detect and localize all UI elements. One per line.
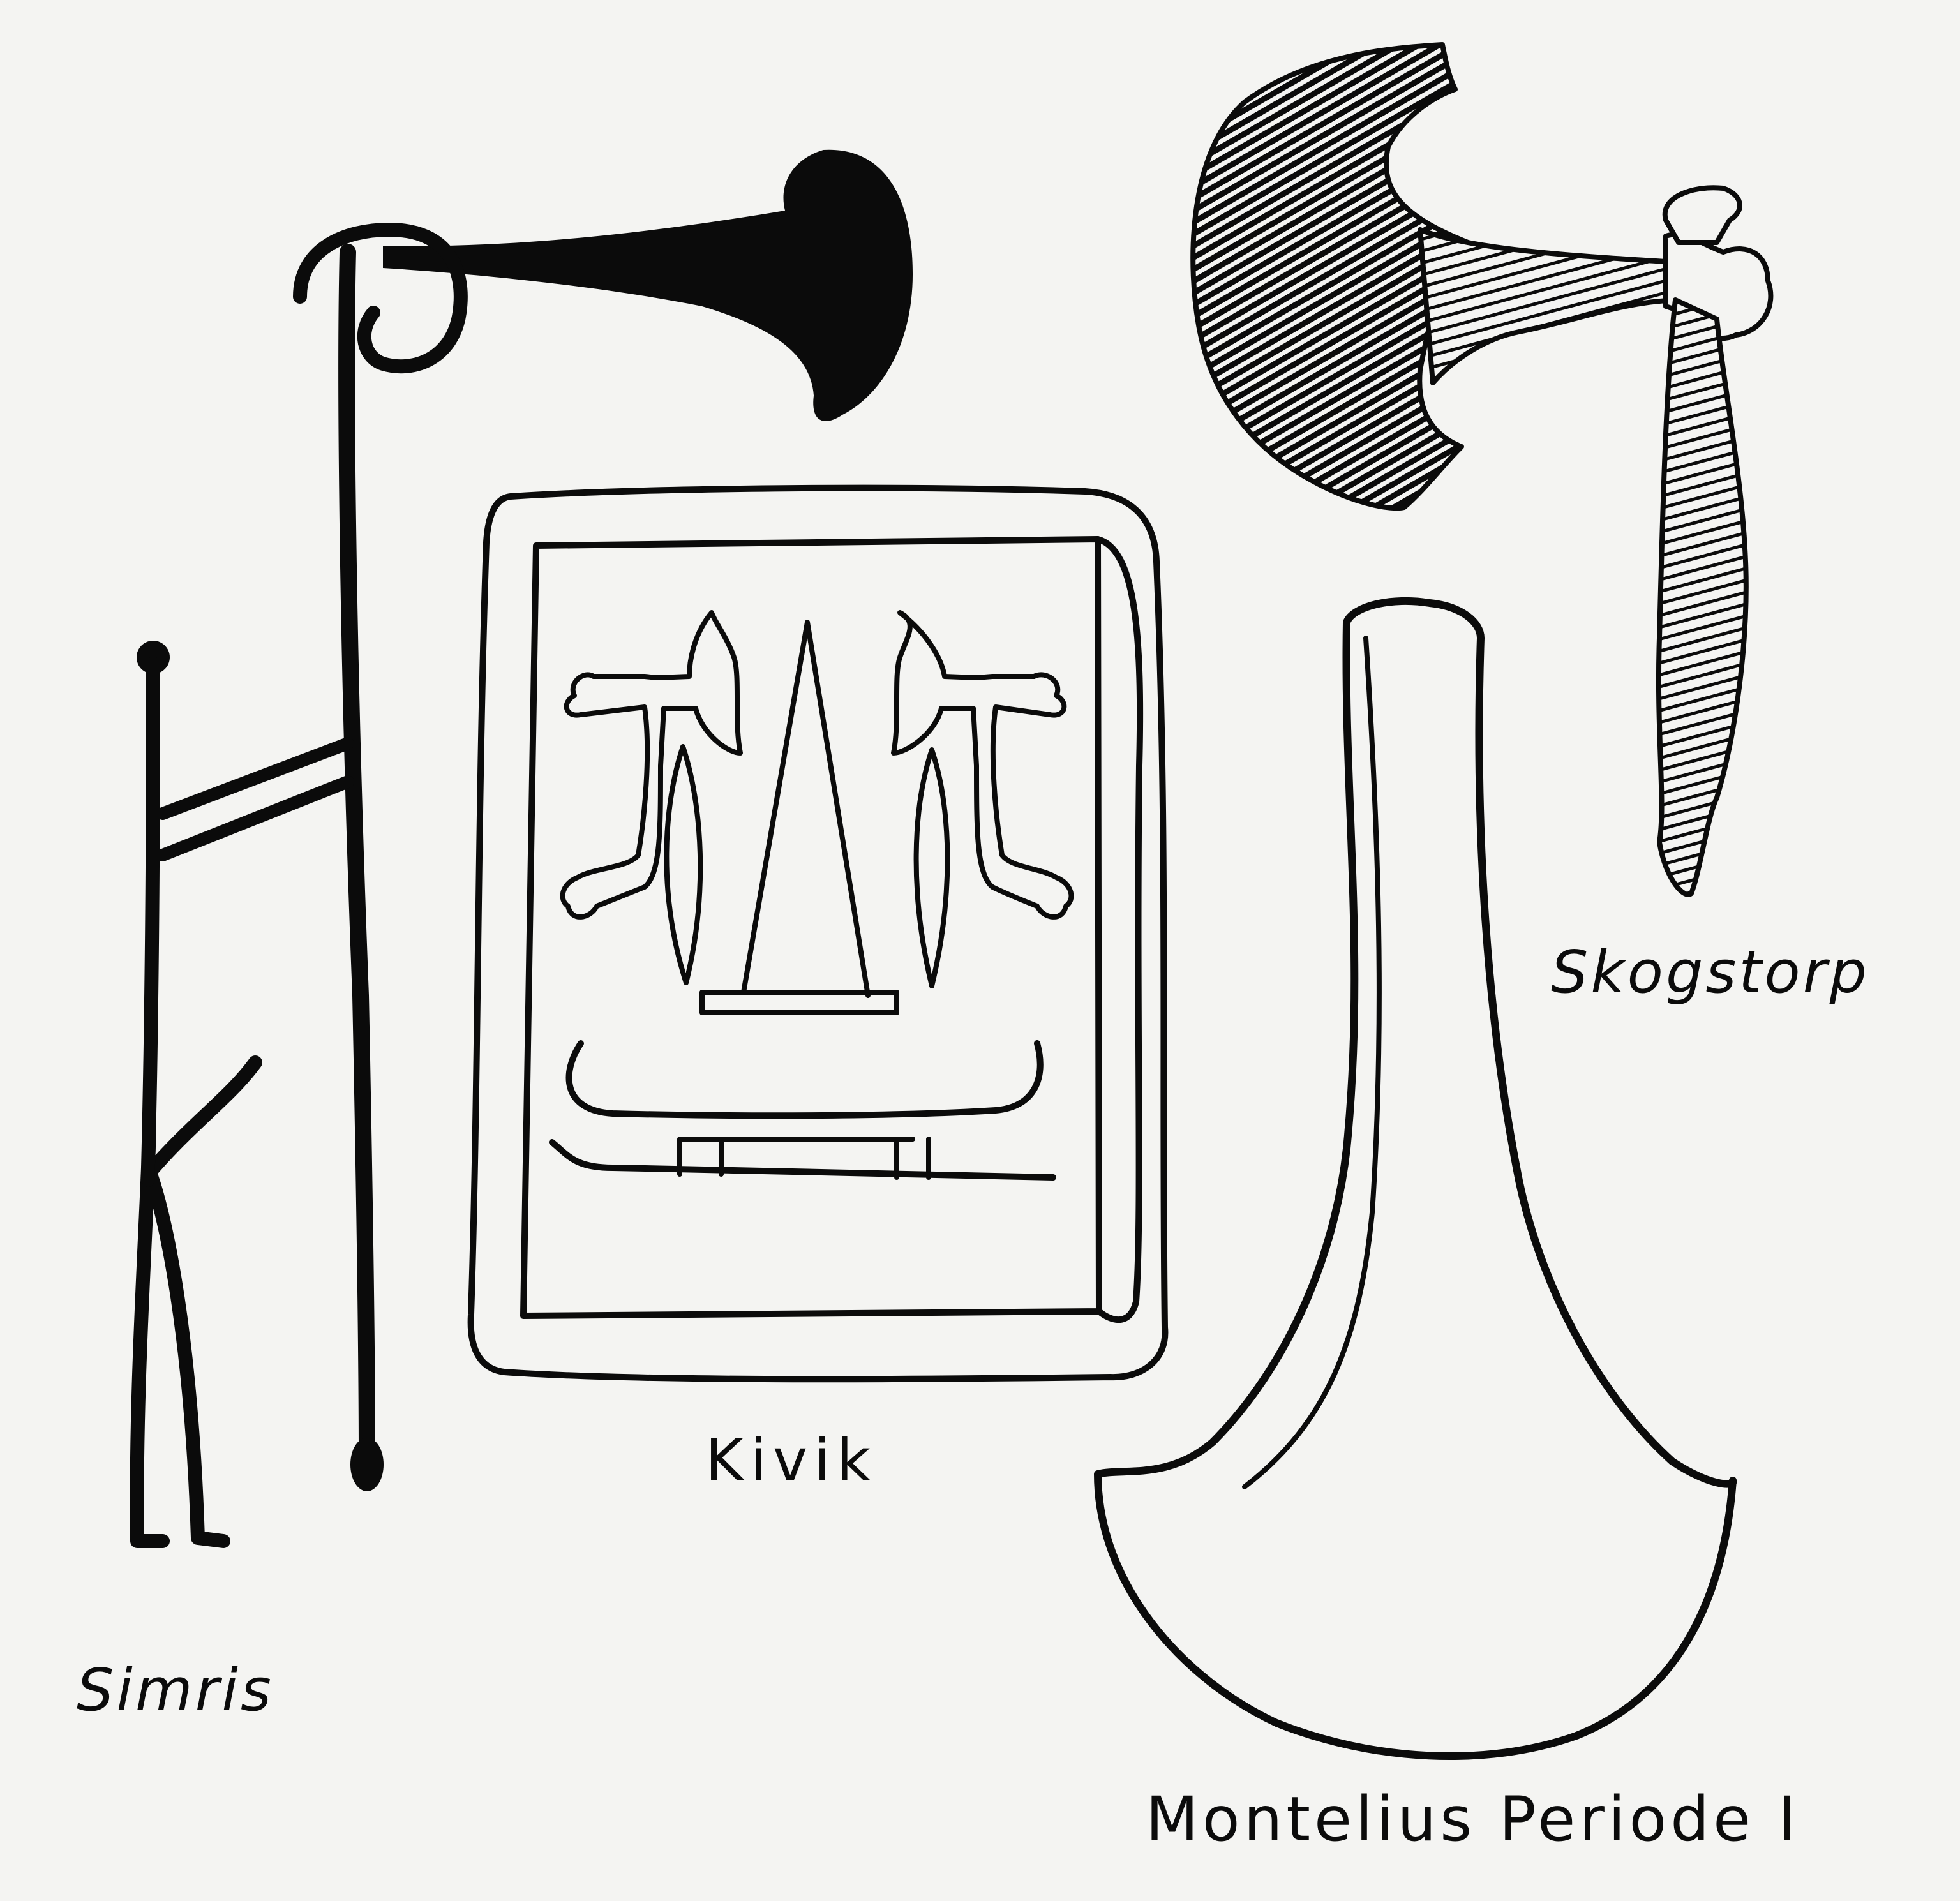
montelius-axe [1094,597,1737,1761]
skogstorp-handle [1656,297,1749,897]
simris-figure [130,149,913,1548]
kivik-right-axe [891,610,1074,920]
kivik-right-spindle [913,747,950,988]
simris-legs [130,1055,262,1548]
kivik-slab [467,484,1169,1383]
skogstorp-knob [1662,185,1742,245]
montelius-axe-outline [1094,597,1737,1761]
kivik-outer-frame [467,484,1169,1383]
simris-shaft-end [350,1438,384,1491]
kivik-inner-frame-shadow [1095,536,1144,1323]
skogstorp-blade [1190,42,1470,511]
skogstorp-neck [1418,227,1687,385]
montelius-axe-inner-line [1242,636,1382,1489]
simris-axe-head [383,149,913,421]
kivik-left-spindle [664,744,703,985]
caption-montelius: Montelius Periode I [1146,1784,1800,1855]
skogstorp-axe [1190,42,1774,897]
simris-axe-loop [293,223,468,374]
kivik-ship-hull [565,1040,1044,1119]
kivik-left-axe [560,610,743,920]
caption-kivik: Kivik [705,1426,878,1495]
simris-arm [156,737,354,861]
simris-phallus [142,1123,156,1187]
kivik-ship-keel [549,1139,1056,1181]
kivik-ship-posts [677,1137,931,1180]
kivik-triangle-base [699,990,899,1015]
caption-simris: Simris [77,1656,274,1724]
simris-axe-shaft [338,244,375,1470]
kivik-triangle [741,620,871,998]
simris-body [141,657,160,1175]
caption-skogstorp: Skogstorp [1551,938,1869,1006]
